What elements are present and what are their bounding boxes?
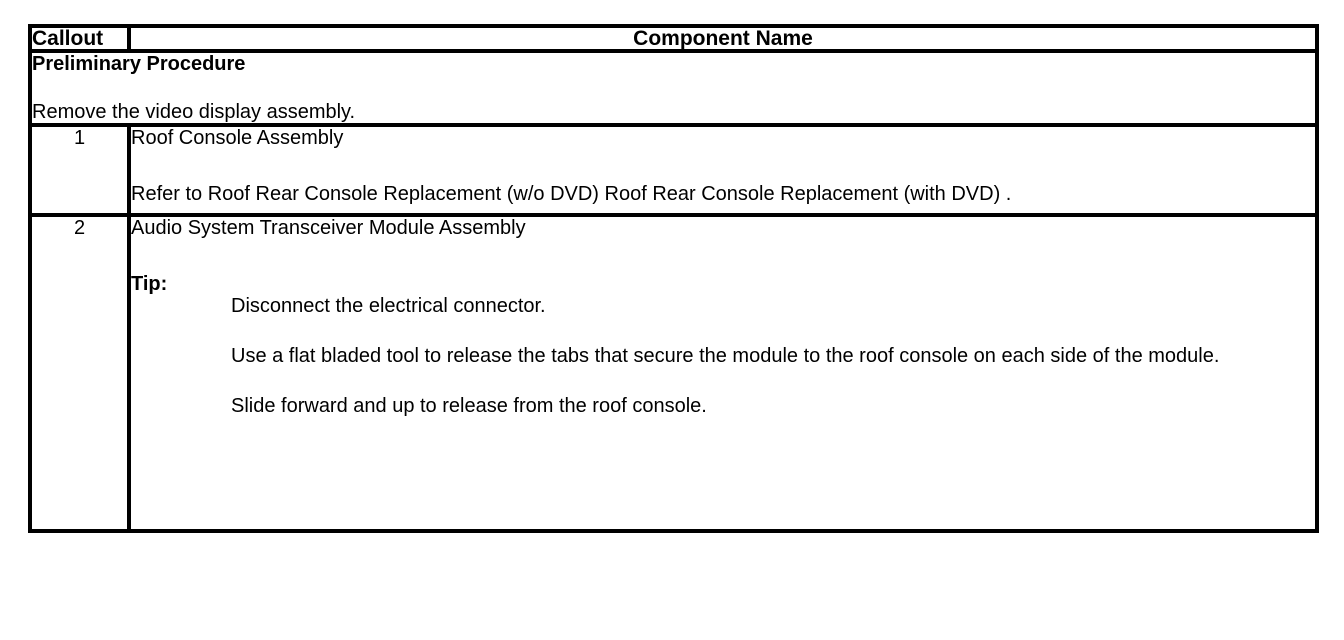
preliminary-spacer bbox=[32, 75, 1315, 101]
preliminary-procedure-title: Preliminary Procedure bbox=[32, 53, 246, 75]
tip-item-2: Use a flat bladed tool to release the ta… bbox=[231, 345, 1220, 367]
component-title-1: Roof Console Assembly bbox=[131, 127, 344, 149]
tip-label-2: Tip: bbox=[131, 273, 168, 295]
component-title-2: Audio System Transceiver Module Assembly bbox=[131, 217, 526, 239]
component-table: Callout Component Name Preliminary Proce… bbox=[28, 24, 1319, 533]
table-row: 1 Roof Console Assembly Refer to Roof Re… bbox=[28, 123, 1319, 217]
spacer bbox=[131, 317, 1315, 345]
table-body: Preliminary Procedure Remove the video d… bbox=[28, 49, 1319, 533]
component-detail-cell-1: Roof Console Assembly Refer to Roof Rear… bbox=[127, 123, 1319, 217]
column-header-callout: Callout bbox=[28, 24, 131, 53]
column-header-component-name: Component Name bbox=[127, 24, 1319, 53]
tip-item-3: Slide forward and up to release from the… bbox=[231, 395, 707, 417]
spacer bbox=[131, 367, 1315, 395]
table-row-preliminary: Preliminary Procedure Remove the video d… bbox=[28, 49, 1319, 127]
spacer bbox=[131, 417, 1315, 453]
component-detail-cell-2: Audio System Transceiver Module Assembly… bbox=[127, 213, 1319, 533]
callout-number-1: 1 bbox=[28, 123, 131, 217]
component-reference-1: Refer to Roof Rear Console Replacement (… bbox=[131, 183, 1012, 205]
header-row: Callout Component Name bbox=[28, 24, 1319, 53]
preliminary-procedure-cell: Preliminary Procedure Remove the video d… bbox=[28, 49, 1319, 127]
spacer bbox=[131, 239, 1315, 273]
tip-item-1: Disconnect the electrical connector. bbox=[231, 295, 546, 317]
table-row: 2 Audio System Transceiver Module Assemb… bbox=[28, 213, 1319, 533]
table-header: Callout Component Name bbox=[28, 24, 1319, 53]
callout-number-2: 2 bbox=[28, 213, 131, 533]
preliminary-procedure-body: Remove the video display assembly. bbox=[32, 101, 356, 123]
spacer bbox=[131, 149, 1315, 183]
